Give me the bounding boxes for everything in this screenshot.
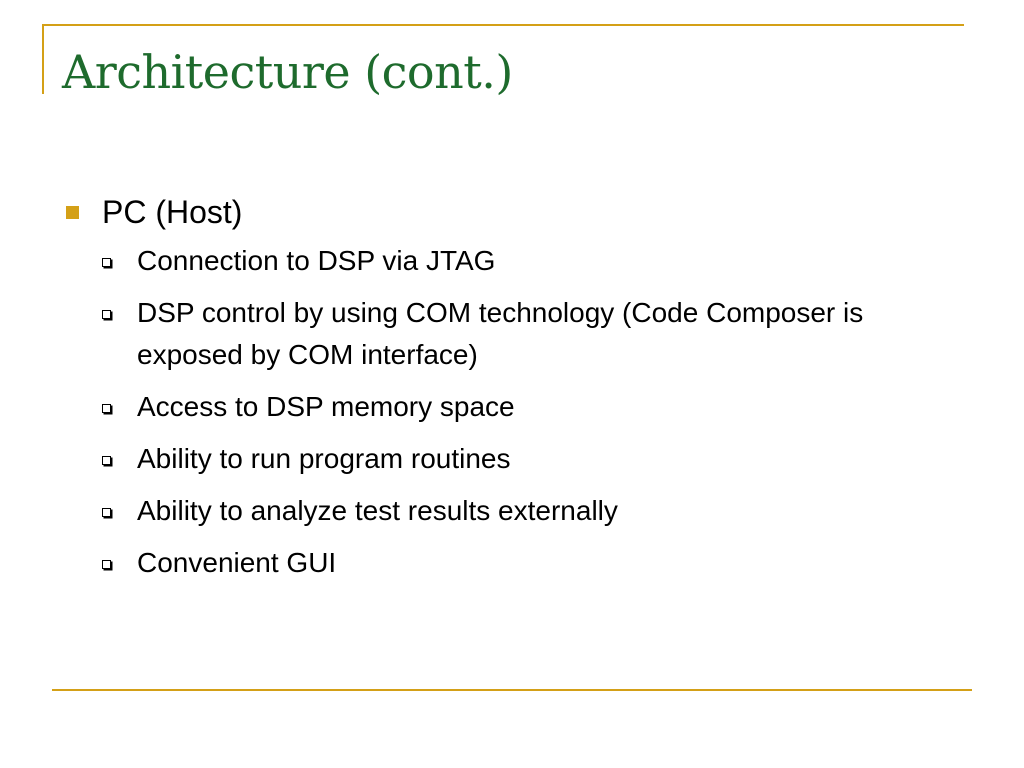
- bullet-label: PC (Host): [102, 194, 243, 230]
- sub-bullet-label: Convenient GUI: [137, 547, 337, 578]
- sub-bullet-item: Ability to run program routines: [62, 438, 942, 480]
- sub-bullet-item: Access to DSP memory space: [62, 386, 942, 428]
- hollow-square-bullet-icon: [102, 508, 111, 517]
- top-rule: [42, 24, 964, 26]
- sub-bullet-item: Convenient GUI: [62, 542, 942, 584]
- hollow-square-bullet-icon: [102, 310, 111, 319]
- slide-title: Architecture (cont.): [62, 45, 513, 99]
- sub-bullet-label: Ability to run program routines: [137, 443, 511, 474]
- left-rule: [42, 24, 44, 94]
- bullet-item-pc-host: PC (Host): [62, 190, 942, 234]
- slide-content: PC (Host) Connection to DSP via JTAG DSP…: [62, 190, 942, 594]
- square-bullet-icon: [66, 206, 79, 219]
- hollow-square-bullet-icon: [102, 560, 111, 569]
- sub-bullet-item: Connection to DSP via JTAG: [62, 240, 942, 282]
- sub-bullet-item: DSP control by using COM technology (Cod…: [62, 292, 942, 376]
- sub-bullet-item: Ability to analyze test results external…: [62, 490, 942, 532]
- sub-bullet-label: Access to DSP memory space: [137, 391, 515, 422]
- sub-bullet-label: Ability to analyze test results external…: [137, 495, 618, 526]
- sub-bullet-label: DSP control by using COM technology (Cod…: [137, 297, 864, 370]
- hollow-square-bullet-icon: [102, 258, 111, 267]
- hollow-square-bullet-icon: [102, 456, 111, 465]
- sub-bullet-label: Connection to DSP via JTAG: [137, 245, 496, 276]
- bottom-rule: [52, 689, 972, 691]
- hollow-square-bullet-icon: [102, 404, 111, 413]
- sub-bullet-list: Connection to DSP via JTAG DSP control b…: [62, 240, 942, 584]
